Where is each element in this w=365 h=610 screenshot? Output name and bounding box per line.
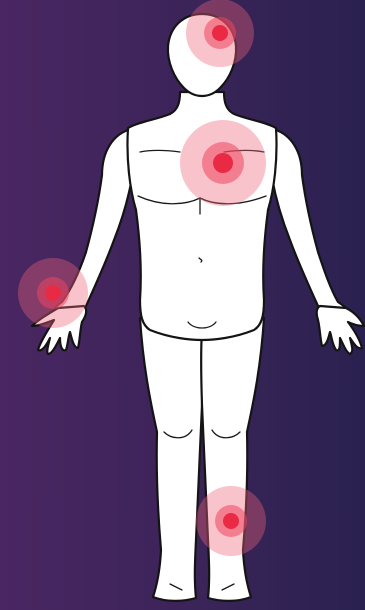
pain-spot-right-wrist[interactable] xyxy=(18,258,88,328)
left-arm xyxy=(272,130,347,312)
pain-spot-chest[interactable] xyxy=(180,120,266,206)
left-hand xyxy=(317,306,364,354)
right-leg xyxy=(140,318,203,601)
pain-spot-left-shin[interactable] xyxy=(196,486,266,556)
left-leg xyxy=(201,318,264,601)
pain-spot-head[interactable] xyxy=(186,0,254,67)
